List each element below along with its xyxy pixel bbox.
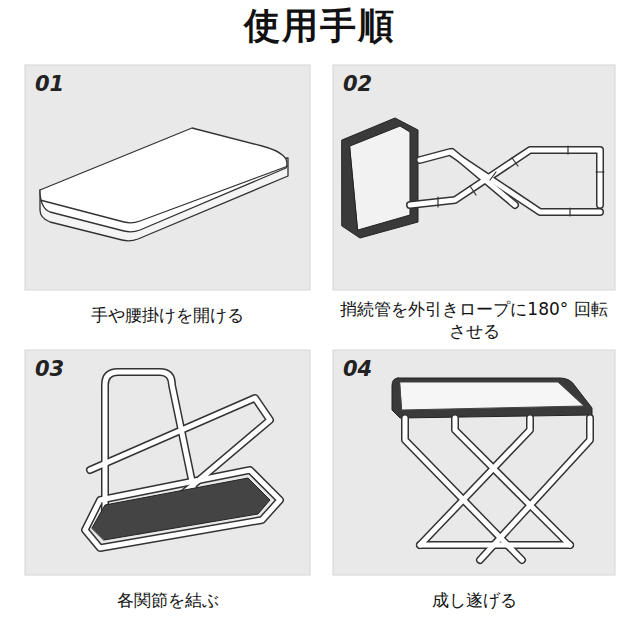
finished-stool <box>392 378 592 560</box>
closed-case <box>40 128 288 241</box>
step-number: 01 <box>35 73 64 96</box>
unfolding-stool <box>342 118 604 238</box>
step-panel: 04成し遂げる <box>333 350 615 575</box>
panel-grounds <box>25 65 615 575</box>
step-panel: 03各関節を結ぶ <box>25 350 310 575</box>
step-caption: 手や腰掛けを開ける <box>25 304 310 326</box>
step-caption: 各関節を結ぶ <box>25 589 310 611</box>
step-caption: 捎続管を外引きロープに180° 回転させる <box>333 298 615 342</box>
step-number: 04 <box>343 358 372 381</box>
step-panel: 01手や腰掛けを開ける <box>25 65 310 290</box>
step-number: 02 <box>343 73 372 96</box>
stool-frame <box>85 372 280 548</box>
title: 使用手順 <box>244 6 396 46</box>
step-panel: 02捎続管を外引きロープに180° 回転させる <box>333 65 615 290</box>
step-number: 03 <box>35 358 64 381</box>
step-caption: 成し遂げる <box>333 589 615 611</box>
